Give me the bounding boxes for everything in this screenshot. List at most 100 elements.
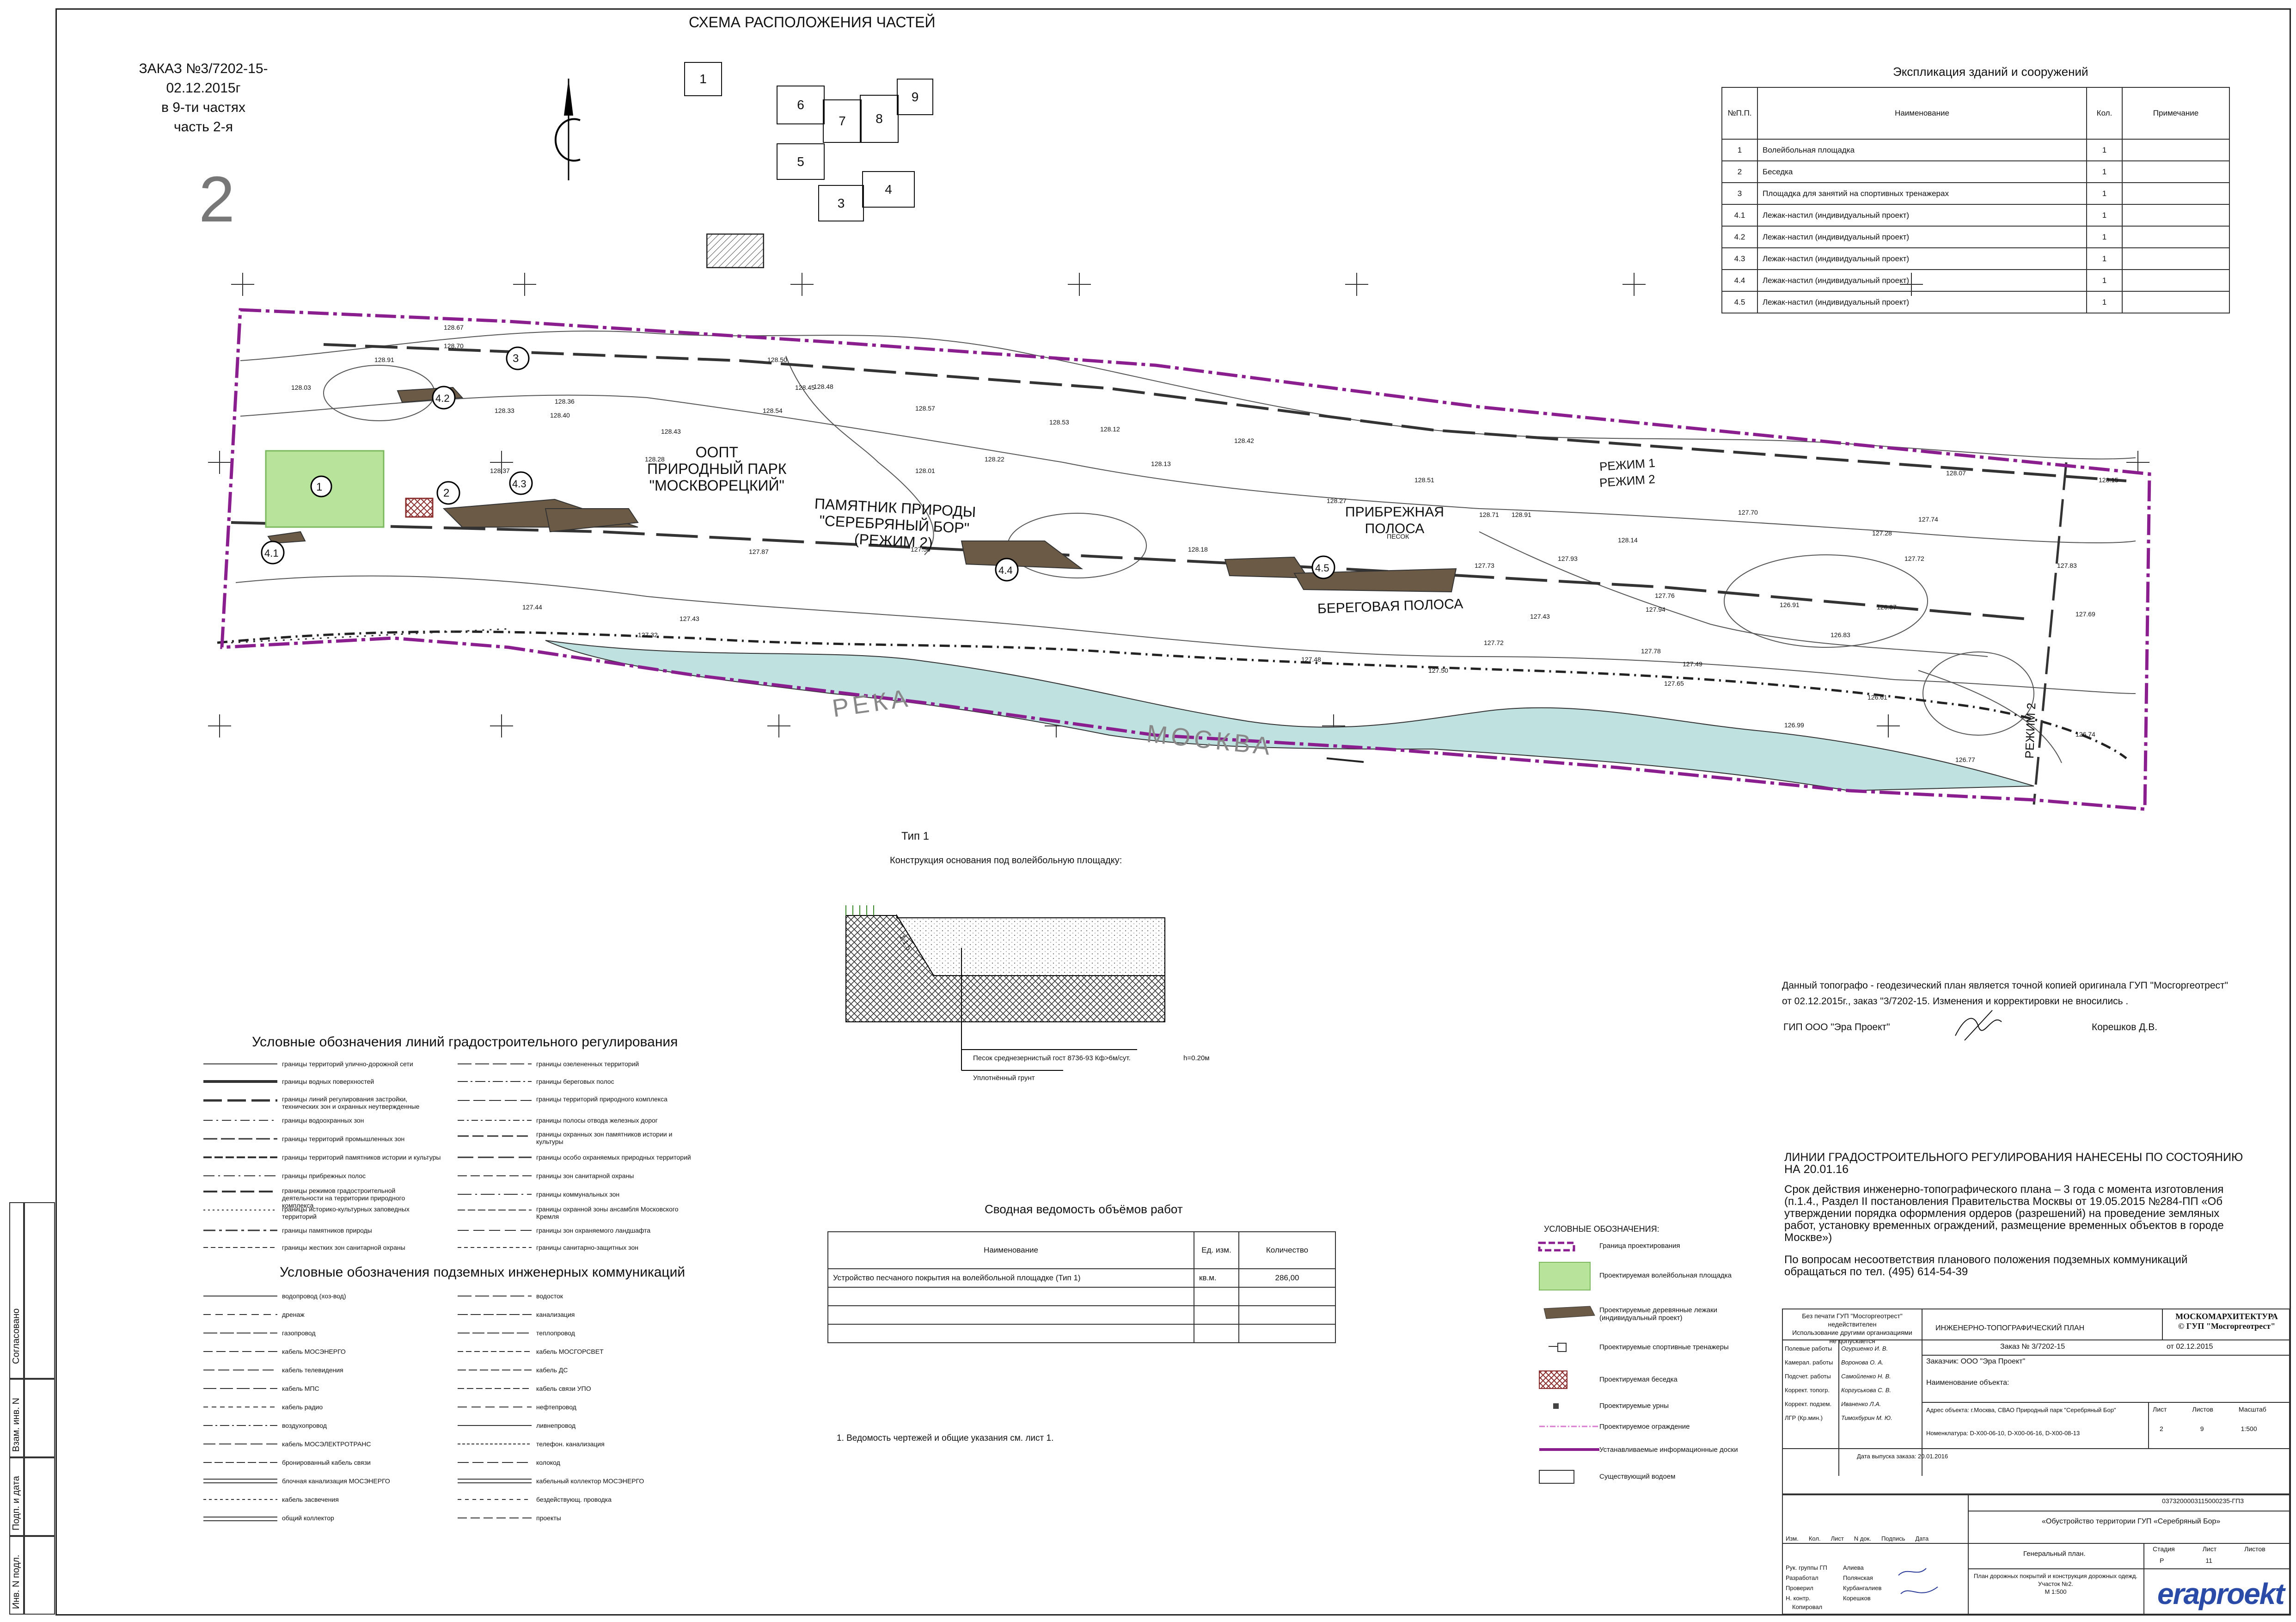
- table-row: [827, 1324, 1336, 1343]
- legend-eng-right-10: кабельный коллектор МОСЭНЕРГО: [536, 1477, 644, 1485]
- elevation: 128.33: [495, 407, 514, 414]
- elevation: 126.91: [1780, 601, 1800, 608]
- marker-1[interactable]: 1: [316, 481, 323, 493]
- elevation: 128.14: [1618, 536, 1638, 544]
- scheme-part-8[interactable]: 8: [860, 95, 899, 143]
- marker-4-1[interactable]: 4.1: [264, 547, 279, 559]
- current-part-hatch-icon: [706, 233, 764, 268]
- construction-section: [845, 905, 1165, 1071]
- elevation: 127.44: [522, 603, 542, 611]
- marker-3[interactable]: 3: [513, 352, 519, 365]
- site-plan-map: [208, 273, 2151, 811]
- legend-reg-left-3: границы водоохранных зон: [282, 1117, 364, 1124]
- legend-reg-right-3: границы полосы отвода железных дорог: [536, 1117, 658, 1124]
- legend-eng-right-1: канализация: [536, 1311, 575, 1318]
- scheme-part-3[interactable]: 3: [818, 185, 864, 221]
- legend-reg-left-10: границы жестких зон санитарной охраны: [282, 1244, 405, 1251]
- elevation: 128.67: [444, 324, 464, 331]
- order-line1: ЗАКАЗ №3/7202-15-02.12.2015г: [139, 61, 268, 96]
- marker-4-5[interactable]: 4.5: [1315, 562, 1329, 574]
- col-qty: Кол.: [2086, 87, 2123, 140]
- col-unit: Ед. изм.: [1194, 1231, 1239, 1269]
- elevation: 128.40: [550, 412, 570, 419]
- elevation: 128.70: [444, 342, 464, 350]
- legend-symbol-7: Устанавливаемые информационные доски: [1599, 1446, 1738, 1454]
- legend-reg-left-9: границы памятников природы: [282, 1227, 372, 1234]
- legend-eng-lines: [203, 1296, 532, 1521]
- elevation: 128.03: [291, 384, 311, 391]
- era-logo: eraproekt: [2157, 1577, 2285, 1610]
- legend-eng-right-7: ливнепровод: [536, 1422, 576, 1429]
- elevation: 127.56: [911, 546, 931, 553]
- geotrest-stamp: Без печати ГУП "Мосгоргеотрест" недейств…: [1782, 1309, 2290, 1495]
- elevation: 127.76: [1655, 592, 1675, 599]
- construction-title: Конструкция основания под волейбольную п…: [890, 855, 1122, 866]
- stamp-order-date: от 02.12.2015: [2167, 1343, 2213, 1351]
- legend-eng-left-2: газопровод: [282, 1329, 316, 1337]
- legend-eng-left-12: общий коллектор: [282, 1514, 334, 1522]
- mode2-vertical-label: РЕЖИМ 2: [2022, 702, 2039, 759]
- marker-4-2[interactable]: 4.2: [435, 393, 450, 404]
- volume-header: Наименование Ед. изм. Количество: [827, 1231, 1336, 1269]
- scheme-part-7[interactable]: 7: [823, 99, 862, 143]
- elevation: 126.77: [1955, 756, 1975, 763]
- explication-title: Экспликация зданий и сооружений: [1893, 65, 2088, 79]
- elevation: 126.74: [2076, 731, 2095, 738]
- marker-4-3[interactable]: 4.3: [512, 478, 527, 490]
- legend-eng-left-11: кабель засвечения: [282, 1496, 339, 1503]
- scheme-part-9[interactable]: 9: [897, 79, 933, 115]
- side-stamp: Согласовано Взам. инв. N Подп. и дата Ин…: [9, 1202, 55, 1615]
- lines-note: ЛИНИИ ГРАДОСТРОИТЕЛЬНОГО РЕГУЛИРОВАНИЯ Н…: [1784, 1151, 2243, 1176]
- marker-2[interactable]: 2: [443, 487, 450, 499]
- topo-note: Данный топографо - геодезический план яв…: [1782, 980, 2229, 1007]
- monument-label: ПАМЯТНИК ПРИРОДЫ "СЕРЕБРЯНЫЙ БОР" (РЕЖИМ…: [814, 495, 977, 552]
- legend-reg-right-7: границы коммунальных зон: [536, 1191, 620, 1198]
- legend-symbol-1: Проектируемая волейбольная площадка: [1599, 1272, 1732, 1279]
- stamp-nomen: Номенклатура: D-X00-06-10, D-X00-06-16, …: [1926, 1430, 2080, 1437]
- title-sheet-title: Генеральный план.: [2023, 1550, 2086, 1558]
- legend-eng-left-1: дренаж: [282, 1311, 305, 1318]
- elevation: 127.72: [1484, 639, 1504, 646]
- legend-eng: водопровод (хоз-вод) дренаж газопровод к…: [199, 1288, 730, 1537]
- legend-reg-left-0: границы территорий улично-дорожной сети: [282, 1060, 413, 1068]
- elevation: 128.15: [2099, 476, 2118, 484]
- title-sheet-desc: План дорожных покрытий и конструкция дор…: [1973, 1573, 2138, 1595]
- legend-symbol-3: Проектируемые спортивные тренажеры: [1599, 1343, 1729, 1351]
- col-quantity: Количество: [1238, 1231, 1336, 1269]
- elevation: 127.43: [1530, 613, 1550, 620]
- elevation: 128.18: [1188, 546, 1208, 553]
- elevation: 128.45: [795, 384, 815, 391]
- project-boundary: [220, 308, 2151, 811]
- layer1-label: Песок среднезернистый гост 8736-93 Кф>6м…: [973, 1054, 1131, 1062]
- marker-4-4[interactable]: 4.4: [998, 565, 1013, 576]
- legend-reg-lines: [203, 1063, 532, 1248]
- legend-eng-left-10: блочная канализация МОСЭНЕРГО: [282, 1477, 390, 1485]
- type-label: Тип 1: [901, 830, 930, 842]
- elevation: 128.57: [915, 405, 935, 412]
- contact-note: По вопросам несоответствия планового пол…: [1784, 1253, 2188, 1278]
- scheme-part-5[interactable]: 5: [777, 143, 825, 180]
- elevation: 128.91: [1512, 511, 1531, 518]
- legend-eng-right-0: водосток: [536, 1292, 563, 1300]
- elevation: 127.28: [1872, 529, 1892, 537]
- legend-reg-right-10: границы санитарно-защитных зон: [536, 1244, 638, 1251]
- col-note: Примечание: [2122, 87, 2230, 140]
- legend-symbols-title: УСЛОВНЫЕ ОБОЗНАЧЕНИЯ:: [1544, 1224, 1659, 1234]
- order-title: ЗАКАЗ №3/7202-15-02.12.2015г в 9-ти част…: [111, 59, 296, 137]
- scheme-part-4[interactable]: 4: [862, 171, 915, 208]
- scheme-part-6[interactable]: 6: [777, 86, 825, 124]
- elevation: 127.74: [1918, 516, 1938, 523]
- legend-reg-right-4: границы охранных зон памятников истории …: [536, 1130, 673, 1145]
- col-num: №П.П.: [1721, 87, 1758, 140]
- elevation: 127.48: [1301, 656, 1321, 663]
- layer1-thickness: h=0.20м: [1183, 1054, 1210, 1062]
- legend-eng-right-5: кабель связи УПО: [536, 1385, 591, 1392]
- legend-eng-right-11: бездействующ. проводка: [536, 1496, 612, 1503]
- scheme-part-1[interactable]: 1: [684, 62, 722, 96]
- legend-eng-right-4: кабель ДС: [536, 1366, 568, 1374]
- elevation: 128.07: [1946, 469, 1966, 477]
